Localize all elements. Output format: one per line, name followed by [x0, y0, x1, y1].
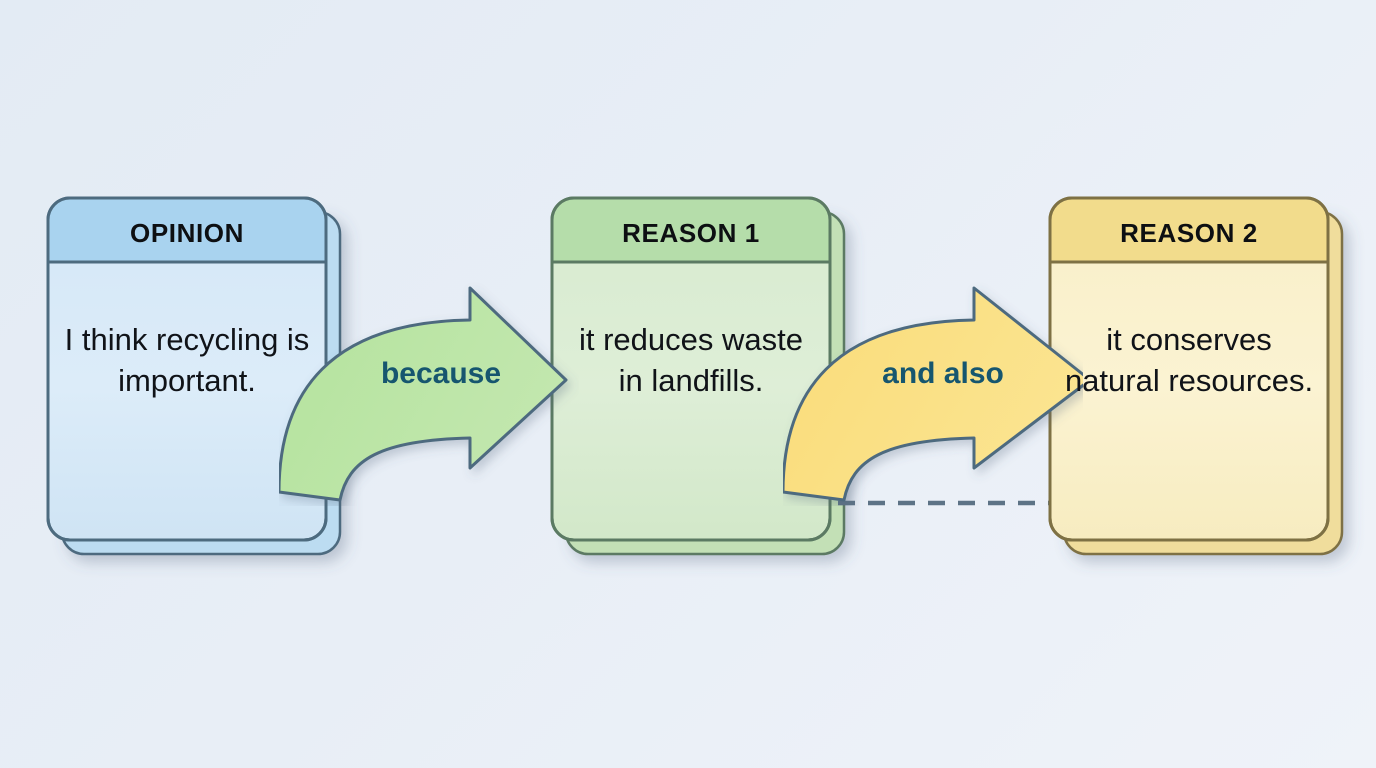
connector-label-because: because	[380, 357, 502, 390]
connector-arrow-because[interactable]	[279, 286, 568, 502]
card-title-reason-2: REASON 2	[1120, 218, 1258, 248]
card-opinion[interactable]	[46, 196, 328, 542]
card-body-reason-2: it conserves natural resources.	[1064, 322, 1314, 398]
connector-label-and-also: and also	[882, 357, 1004, 390]
card-body-reason-1: it reduces waste in landfills.	[579, 322, 803, 398]
card-reason-2[interactable]	[1048, 196, 1330, 542]
card-title-reason-1: REASON 1	[622, 218, 760, 248]
card-title-opinion: OPINION	[130, 218, 244, 248]
card-body-opinion: I think recycling is important.	[64, 322, 310, 398]
connector-arrow-and-also[interactable]	[783, 286, 1090, 502]
card-reason-1[interactable]	[550, 196, 832, 542]
